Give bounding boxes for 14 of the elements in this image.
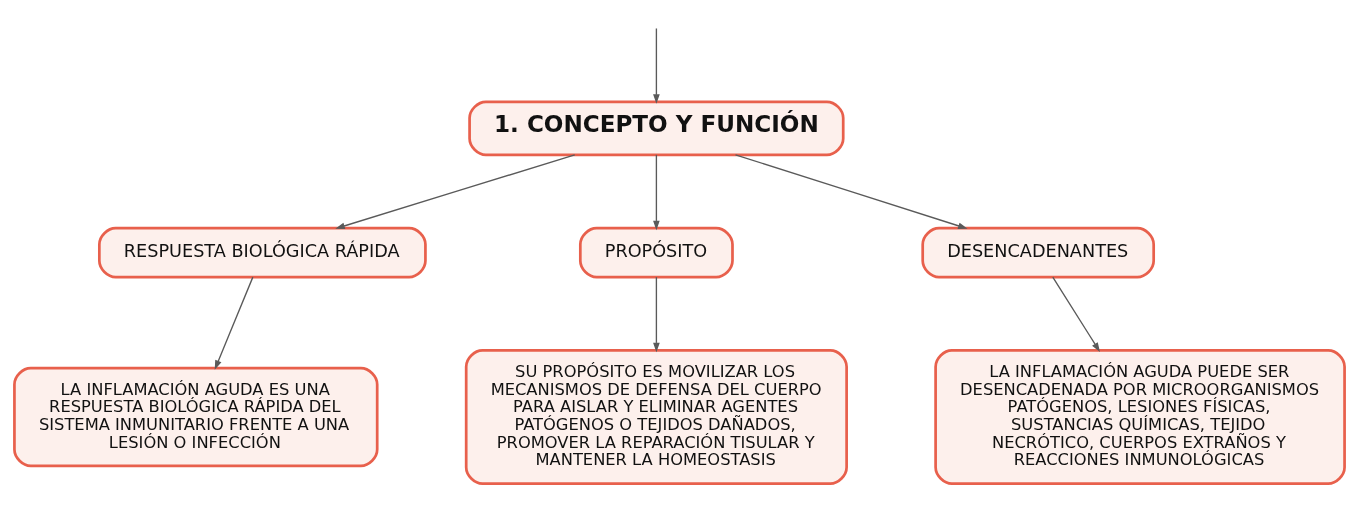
node-box: RESPUESTA BIOLÓGICA RÁPIDA xyxy=(98,226,427,279)
arrow xyxy=(653,154,660,231)
arrow xyxy=(335,154,576,230)
arrow xyxy=(734,154,968,230)
node-box: DESENCADENANTES xyxy=(921,226,1156,279)
node-box: PROPÓSITO xyxy=(578,226,734,279)
node-box: LA INFLAMACIÓN AGUDA ES UNA RESPUESTA BIOLÓGICA RÁPIDA DEL SISTEMA INMUNITARIO FRENTE A UNA LESIÓN O INFECCIÓN xyxy=(13,366,379,468)
arrow xyxy=(653,276,660,353)
arrow xyxy=(653,27,660,104)
node-box: LA INFLAMACIÓN AGUDA PUEDE SER DESENCADENADA POR MICROORGANISMOS PATÓGENOS, LESIONES FÍSICAS, SUSTANCIAS QUÍMICAS, TEJIDO NECRÓTICO, CUERPOS EXTRAÑOS Y REACCIONES INMUNOLÓGICAS xyxy=(934,349,1346,485)
node-box: SU PROPÓSITO ES MOVILIZAR LOS MECANISMOS DE DEFENSA DEL CUERPO PARA AISLAR Y ELIMINAR AGENTES PATÓGENOS O TEJIDOS DAÑADOS, PROMOVER LA REPARACIÓN TISULAR Y MANTENER LA HOMEOSTASIS xyxy=(464,349,848,485)
node-box: 1. CONCEPTO Y FUNCIÓN xyxy=(468,100,845,157)
arrow xyxy=(214,276,254,370)
arrow xyxy=(1052,276,1100,352)
